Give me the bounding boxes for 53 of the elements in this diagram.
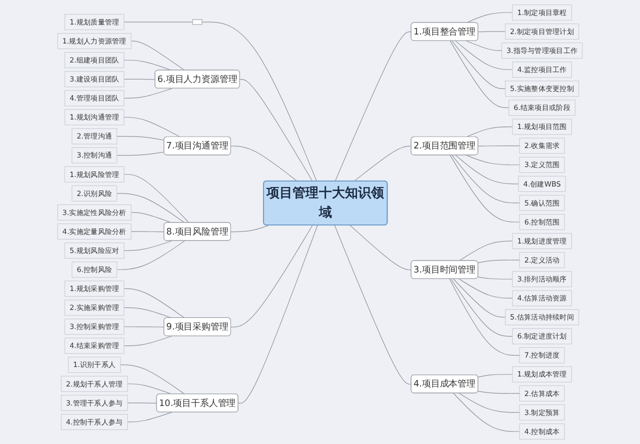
connector — [127, 412, 172, 422]
connector — [466, 126, 513, 138]
node-box — [192, 19, 202, 25]
connector — [458, 392, 520, 413]
connector — [116, 152, 164, 156]
connector — [116, 240, 185, 270]
connector — [124, 326, 164, 328]
connector — [334, 32, 412, 182]
connector — [478, 260, 520, 264]
connector — [124, 88, 172, 98]
connector — [116, 193, 185, 224]
connector — [453, 278, 506, 318]
connector — [230, 224, 313, 328]
connector — [127, 402, 158, 404]
connector — [124, 174, 190, 224]
connector — [452, 40, 506, 89]
connector — [455, 154, 519, 184]
connector — [450, 40, 510, 108]
connector — [230, 146, 298, 182]
connector — [354, 146, 412, 182]
connector — [124, 307, 172, 318]
connector — [466, 154, 520, 166]
connector — [466, 40, 502, 51]
connector — [449, 278, 520, 356]
connector — [130, 231, 164, 232]
connector — [478, 390, 520, 394]
connector — [350, 224, 412, 270]
connector — [458, 278, 513, 298]
connector — [238, 224, 318, 404]
connector — [455, 40, 513, 70]
connector — [452, 154, 520, 204]
connector — [466, 12, 513, 24]
connector — [124, 288, 185, 318]
connector — [124, 116, 181, 138]
connector — [240, 79, 313, 182]
connector — [450, 278, 513, 337]
connector — [124, 240, 172, 251]
connector — [130, 40, 185, 71]
connector — [478, 276, 513, 280]
connector — [450, 154, 520, 222]
connector — [478, 31, 506, 32]
connector — [120, 364, 185, 394]
connector — [478, 374, 513, 378]
connector — [453, 392, 520, 432]
connector — [127, 384, 172, 394]
connector — [334, 224, 412, 384]
connector — [116, 136, 164, 141]
connector — [202, 22, 317, 182]
connector — [230, 224, 270, 232]
connector — [124, 78, 156, 80]
connector — [458, 240, 513, 262]
connector — [124, 336, 172, 346]
connector — [124, 60, 172, 71]
